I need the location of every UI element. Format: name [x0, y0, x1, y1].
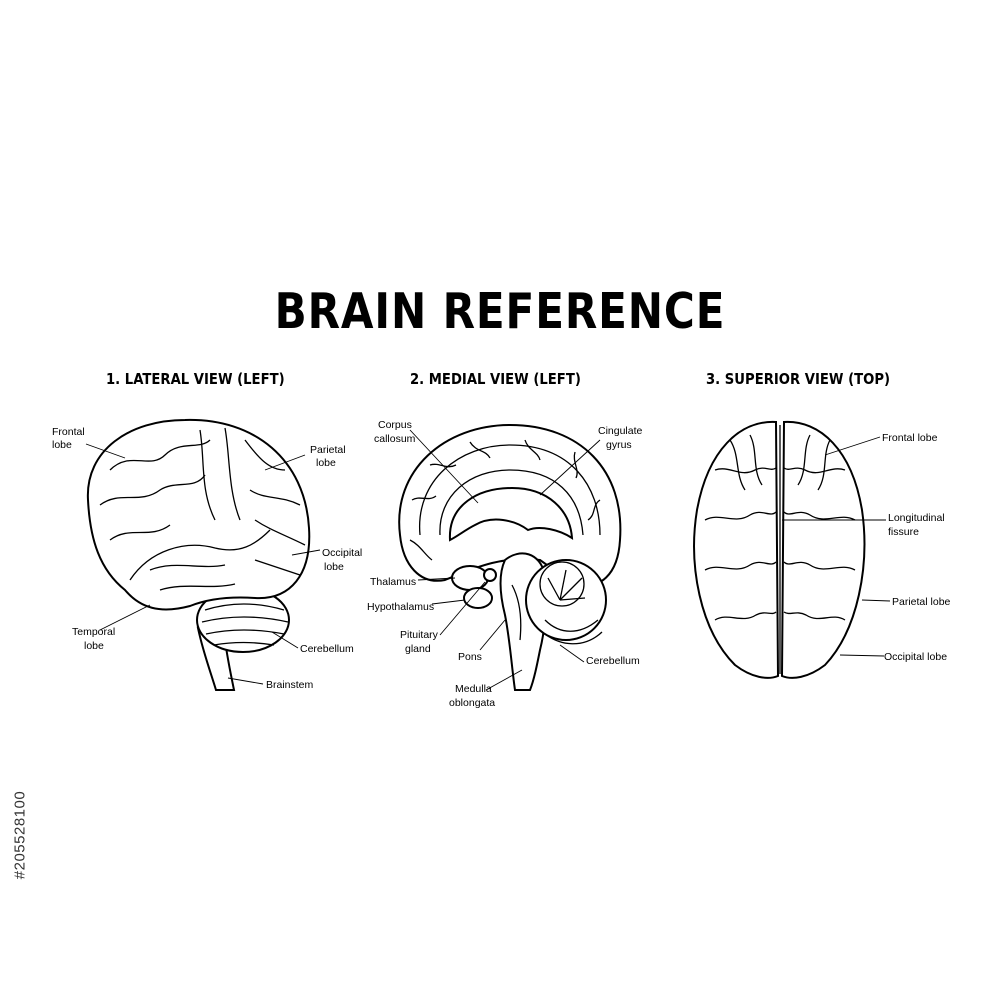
lateral-view-heading: 1. LATERAL VIEW (LEFT): [106, 370, 285, 388]
superior-gyri: [704, 434, 856, 621]
superior-left-hemisphere: [693, 420, 780, 679]
superior-view-heading: 3. SUPERIOR VIEW (TOP): [706, 370, 891, 388]
medial-gyri: [409, 439, 601, 561]
medial-hypothalamus-label: Hypothalamus: [367, 601, 434, 613]
superior-view-illustration: [693, 420, 891, 679]
superior-parietal-lobe-label: Parietal lobe: [892, 596, 951, 608]
medial-cerebellum-label: Cerebellum: [586, 655, 640, 667]
lateral-brainstem-label: Brainstem: [266, 679, 314, 691]
medial-view-heading: 2. MEDIAL VIEW (LEFT): [410, 370, 581, 388]
superior-frontal-lobe-label: Frontal lobe: [882, 432, 938, 444]
superior-occipital-lobe-label: Occipital lobe: [884, 651, 947, 663]
medial-hypothalamus: [463, 587, 493, 609]
medial-pons-label: Pons: [458, 651, 482, 663]
lateral-cerebrum: [86, 418, 311, 611]
watermark-image-id: #205528100: [11, 790, 29, 880]
medial-corpus-callosum: [448, 486, 574, 542]
medial-pituitary-gland: [483, 568, 497, 582]
medial-thalamus: [451, 565, 489, 591]
lateral-sylvian-fissure: [129, 529, 271, 581]
lateral-cerebellum-label: Cerebellum: [300, 643, 354, 655]
lateral-gyri: [99, 427, 306, 591]
medial-arbor-vitae: [539, 569, 603, 645]
medial-thalamus-label: Thalamus: [370, 576, 416, 588]
lateral-cerebellum-folia: [201, 603, 289, 646]
page-title: BRAIN REFERENCE: [274, 283, 726, 340]
medial-cingulate-gyrus: [439, 469, 584, 536]
superior-right-hemisphere: [780, 420, 866, 679]
lateral-view-illustration: [85, 418, 321, 691]
medial-view-illustration: [398, 423, 622, 691]
